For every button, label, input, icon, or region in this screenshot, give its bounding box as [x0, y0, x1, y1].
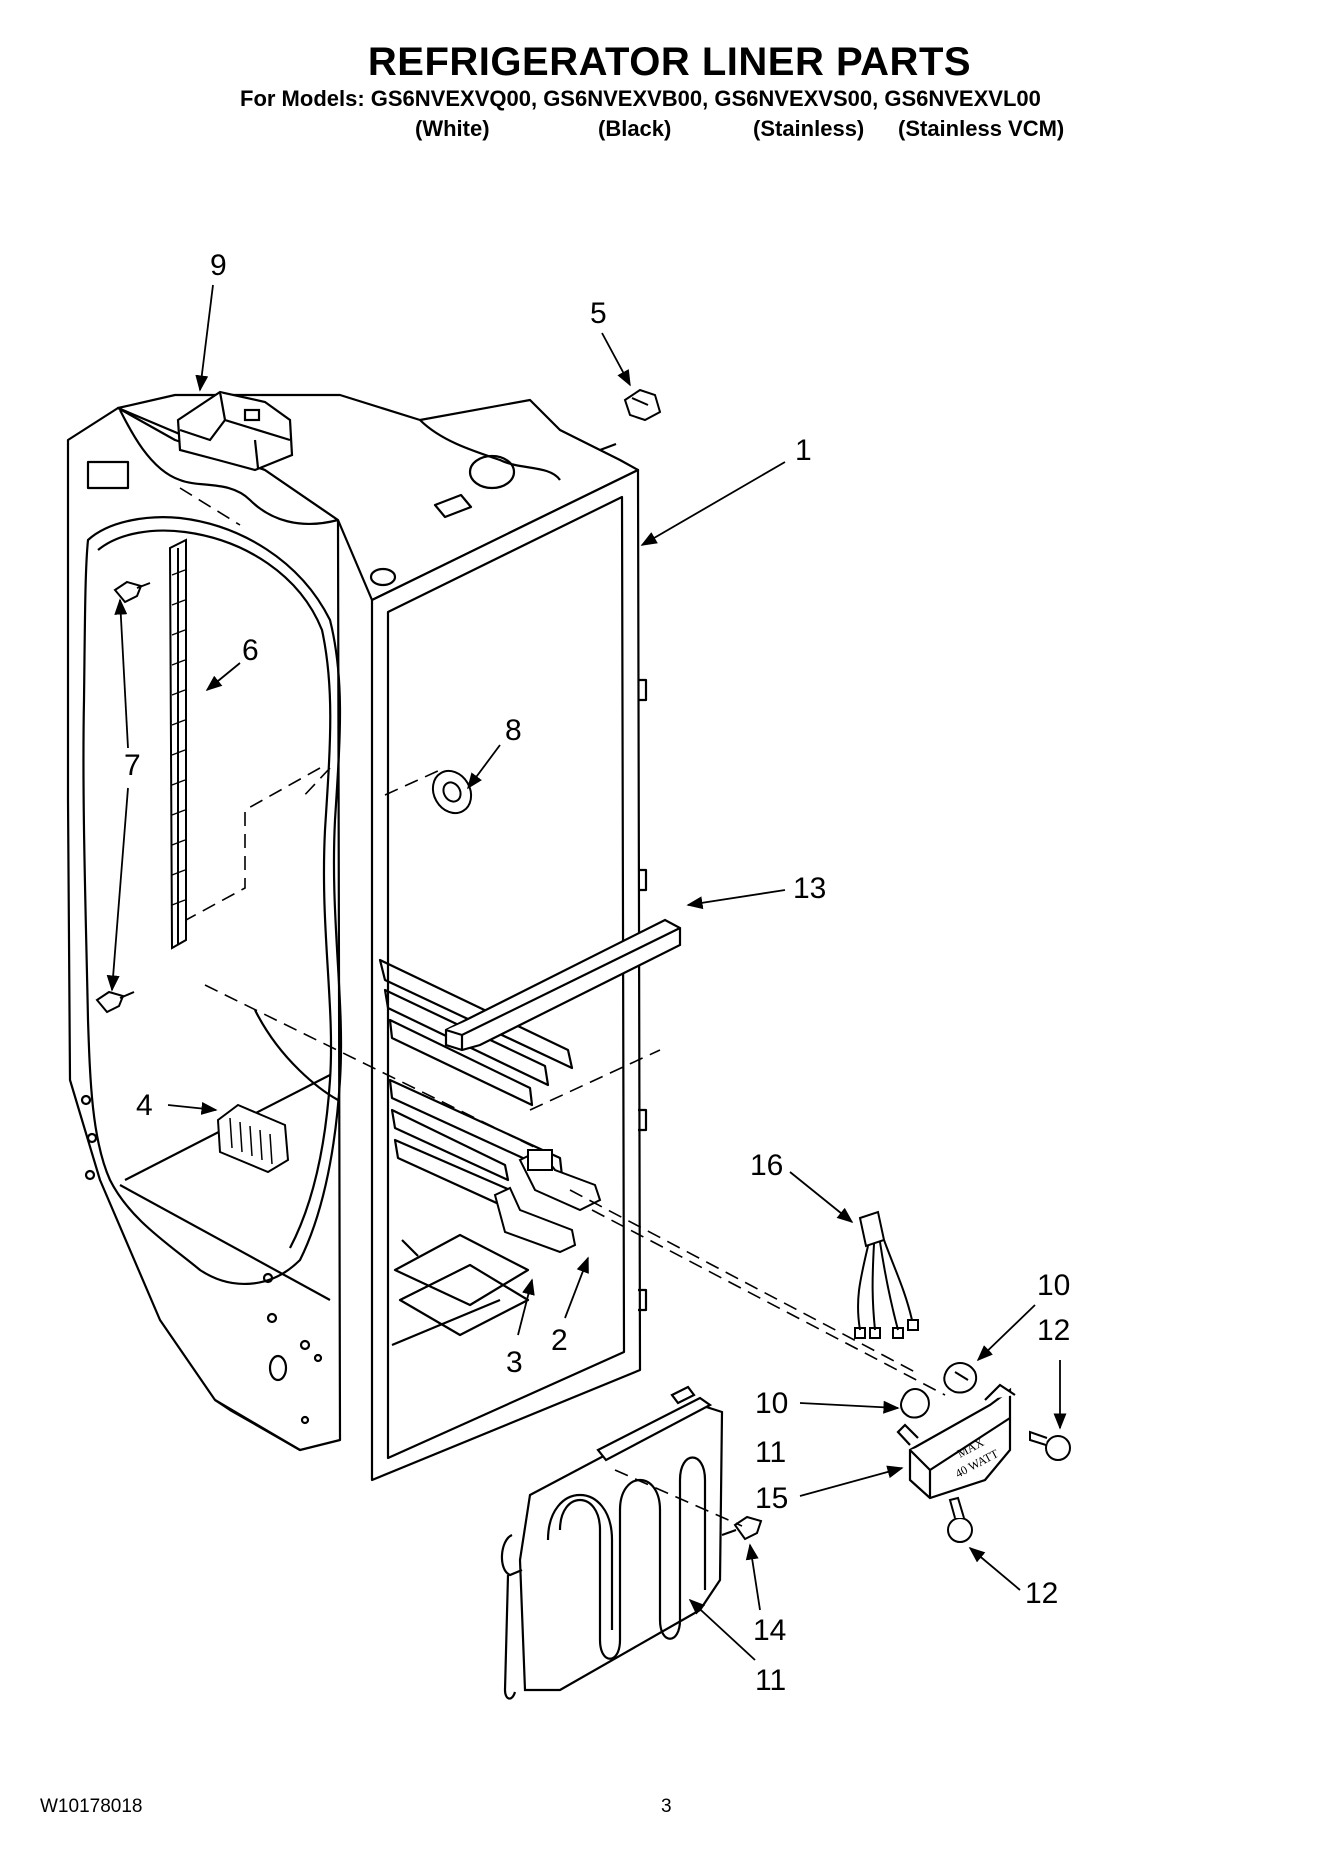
shelf-support-rail [168, 538, 187, 950]
models-line: For Models: GS6NVEXVQ00, GS6NVEXVB00, GS… [240, 86, 1041, 111]
page-number: 3 [661, 1796, 672, 1817]
wire-clip-upper [943, 1362, 978, 1394]
callout-12-lower: 12 [1025, 1577, 1058, 1610]
callout-3: 3 [506, 1346, 523, 1379]
callout-1: 1 [795, 434, 812, 467]
bracket-part-3 [493, 1186, 577, 1254]
light-bulb-right [1029, 1430, 1071, 1461]
variant-stainless-vcm: (Stainless VCM) [898, 116, 1065, 141]
heater-screw [721, 1515, 763, 1541]
screw-lower [95, 990, 135, 1014]
control-housing [176, 390, 294, 472]
callout-11-lower: 11 [755, 1664, 786, 1697]
wire-clip-lower [900, 1388, 930, 1419]
refrigerator-liner [66, 393, 648, 1482]
callout-12-upper: 12 [1037, 1314, 1070, 1347]
document-number: W10178018 [40, 1796, 143, 1817]
assembly-guide-lines [179, 487, 946, 1527]
page-title: REFRIGERATOR LINER PARTS [367, 40, 972, 84]
variant-white: (White) [415, 116, 490, 141]
callout-2: 2 [551, 1324, 568, 1357]
callout-4: 4 [136, 1089, 153, 1122]
callout-8: 8 [505, 714, 522, 747]
callout-10-lower: 10 [755, 1387, 788, 1420]
callout-13: 13 [793, 872, 826, 905]
callout-5: 5 [590, 297, 607, 330]
callout-numbers: 1 2 3 4 5 6 7 8 9 10 10 11 11 12 12 13 1… [124, 249, 1070, 1697]
callout-15: 15 [755, 1482, 788, 1515]
air-grille [216, 1103, 290, 1174]
variant-black: (Black) [598, 116, 672, 141]
callout-16: 16 [750, 1149, 783, 1182]
callout-10-upper: 10 [1037, 1269, 1070, 1302]
defrost-heater [500, 1385, 724, 1700]
top-clip [623, 388, 662, 422]
callout-9: 9 [210, 249, 227, 282]
variant-stainless: (Stainless) [753, 116, 865, 141]
light-bulb-bottom [947, 1496, 973, 1543]
crisper-cover-bracket [444, 918, 682, 1052]
callout-leaders [106, 284, 1067, 1661]
lamp-socket-housing: MAX 40 WATT [896, 1383, 1016, 1500]
callout-14: 14 [753, 1614, 786, 1647]
callout-7: 7 [124, 749, 141, 782]
callout-11-upper: 11 [755, 1436, 786, 1469]
thermostat-knob [431, 769, 473, 815]
wire-harness [854, 1210, 919, 1339]
callout-6: 6 [242, 634, 259, 667]
